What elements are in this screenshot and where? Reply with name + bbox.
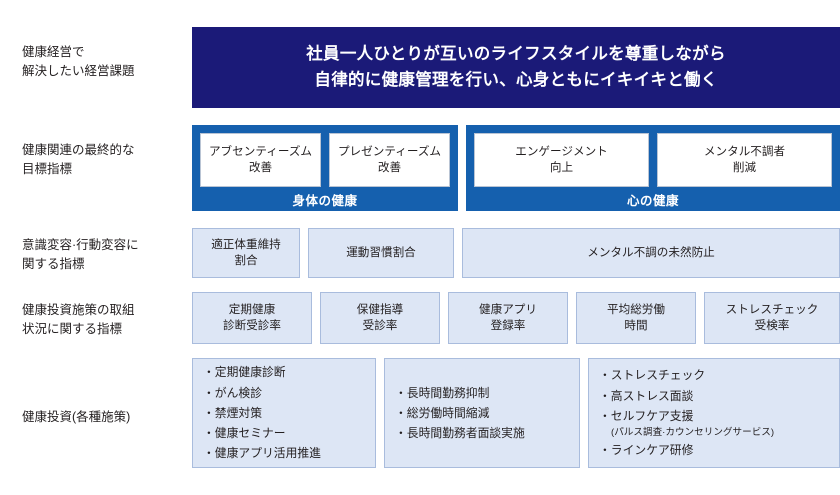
list-item: ・ストレスチェック	[599, 368, 706, 383]
list-item: ・健康アプリ活用推進	[203, 446, 321, 461]
list-item-note: (パルス調査·カウンセリングサービス)	[611, 427, 775, 439]
vision-line-1: 社員一人ひとりが互いのライフスタイルを尊重しながら	[306, 44, 726, 63]
list-item: ・総労働時間縮減	[395, 405, 490, 420]
row-label-vision: 健康経営で 解決したい経営課題	[22, 45, 135, 79]
goal-box-group-mental: エンゲージメント 向上 メンタル不調者 削減	[466, 125, 840, 187]
row-label-investment: 健康投資(各種施策)	[22, 410, 131, 424]
list-item: ・健康セミナー	[203, 426, 286, 441]
row-label-measures: 健康投資施策の取組 状況に関する指標	[22, 303, 135, 337]
goal-panel-physical: アブセンティーズム 改善 プレゼンティーズム 改善 身体の健康	[192, 125, 458, 211]
measure-box-health-checkup-rate[interactable]: 定期健康 診断受診率	[192, 292, 312, 344]
behavior-box-weight[interactable]: 適正体重維持 割合	[192, 228, 300, 278]
vision-banner: 社員一人ひとりが互いのライフスタイルを尊重しながら 自律的に健康管理を行い、心身…	[192, 27, 840, 108]
list-item: ・セルフケア支援	[599, 408, 694, 423]
investment-list-physical[interactable]: ・定期健康診断・がん検診・禁煙対策・健康セミナー・健康アプリ活用推進	[192, 358, 376, 468]
list-item: ・ラインケア研修	[599, 443, 694, 458]
vision-line-2: 自律的に健康管理を行い、心身ともにイキイキと働く	[314, 70, 718, 89]
list-item: ・定期健康診断	[203, 365, 286, 380]
list-item: ・長時間勤務者面談実施	[395, 426, 525, 441]
measure-box-average-working-hours[interactable]: 平均総労働 時間	[576, 292, 696, 344]
measure-box-stress-check-rate[interactable]: ストレスチェック 受検率	[704, 292, 840, 344]
goal-box-engagement[interactable]: エンゲージメント 向上	[474, 133, 649, 187]
goal-box-presenteeism[interactable]: プレゼンティーズム 改善	[329, 133, 450, 187]
measure-box-app-registration-rate[interactable]: 健康アプリ 登録率	[448, 292, 568, 344]
list-item: ・禁煙対策	[203, 405, 262, 420]
band-label-mental-health: 心の健康	[626, 193, 679, 208]
behavior-box-mental-prevention[interactable]: メンタル不調の未然防止	[462, 228, 840, 278]
behavior-box-exercise[interactable]: 運動習慣割合	[308, 228, 454, 278]
row-label-behavior: 意識変容·行動変容に 関する指標	[22, 238, 139, 272]
goal-box-mental-disorder[interactable]: メンタル不調者 削減	[657, 133, 832, 187]
row-label-goals: 健康関連の最終的な 目標指標	[22, 143, 135, 177]
list-item: ・がん検診	[203, 385, 262, 400]
list-item: ・高ストレス面談	[599, 388, 694, 403]
measure-box-health-guidance-rate[interactable]: 保健指導 受診率	[320, 292, 440, 344]
goal-panel-mental: エンゲージメント 向上 メンタル不調者 削減 心の健康	[466, 125, 840, 211]
goal-box-absenteeism[interactable]: アブセンティーズム 改善	[200, 133, 321, 187]
investment-list-mental[interactable]: ・ストレスチェック・高ストレス面談・セルフケア支援 (パルス調査·カウンセリングサ…	[588, 358, 840, 468]
list-item: ・長時間勤務抑制	[395, 385, 490, 400]
goal-box-group-physical: アブセンティーズム 改善 プレゼンティーズム 改善	[192, 125, 458, 187]
investment-list-working-hours[interactable]: ・長時間勤務抑制・総労働時間縮減・長時間勤務者面談実施	[384, 358, 580, 468]
band-label-physical-health: 身体の健康	[292, 193, 358, 208]
